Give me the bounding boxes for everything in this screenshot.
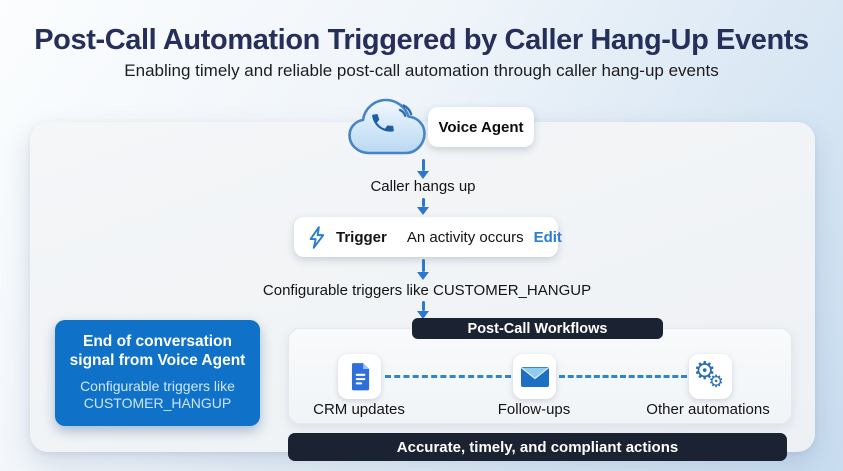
trigger-activity-text: An activity occurs <box>406 228 524 246</box>
trigger-card[interactable]: Trigger An activity occurs Edit <box>294 217 562 257</box>
dashed-connector-2 <box>559 375 687 378</box>
trigger-label: Trigger <box>336 228 387 246</box>
document-icon <box>347 362 373 392</box>
crm-updates-card <box>338 354 381 399</box>
lightning-icon <box>307 225 326 250</box>
voice-agent-text: Voice Agent <box>438 118 524 136</box>
page-title: Post-Call Automation Triggered by Caller… <box>34 24 809 56</box>
post-call-workflows-text: Post-Call Workflows <box>467 320 608 337</box>
dashed-connector-1 <box>385 375 511 378</box>
signal-callout-box: End of conversation signal from Voice Ag… <box>55 320 260 426</box>
configurable-triggers-label: Configurable triggers like CUSTOMER_HANG… <box>262 282 592 299</box>
post-call-workflows-header: Post-Call Workflows <box>412 318 663 339</box>
trigger-edit-link[interactable]: Edit <box>533 228 562 246</box>
signal-box-title: End of conversation signal from Voice Ag… <box>69 333 246 370</box>
caller-hangs-up-label: Caller hangs up <box>370 178 476 195</box>
footer-text: Accurate, timely, and compliant actions <box>396 438 679 456</box>
voice-agent-label: Voice Agent <box>428 107 534 147</box>
footer-bar: Accurate, timely, and compliant actions <box>288 433 787 461</box>
crm-updates-label: CRM updates <box>313 401 405 418</box>
follow-ups-card <box>513 354 556 399</box>
cloud-phone-icon <box>344 94 434 162</box>
signal-box-subtitle: Configurable triggers like CUSTOMER_HANG… <box>80 377 235 412</box>
envelope-icon <box>520 366 550 388</box>
follow-ups-label: Follow-ups <box>497 401 571 418</box>
other-automations-card: ⚙⚙ <box>689 354 732 399</box>
workflows-panel: ⚙⚙ CRM updates Follow-ups Other automati… <box>288 328 792 424</box>
other-automations-label: Other automations <box>646 401 770 418</box>
gears-icon: ⚙⚙ <box>693 356 724 391</box>
page-subtitle: Enabling timely and reliable post-call a… <box>124 61 719 80</box>
